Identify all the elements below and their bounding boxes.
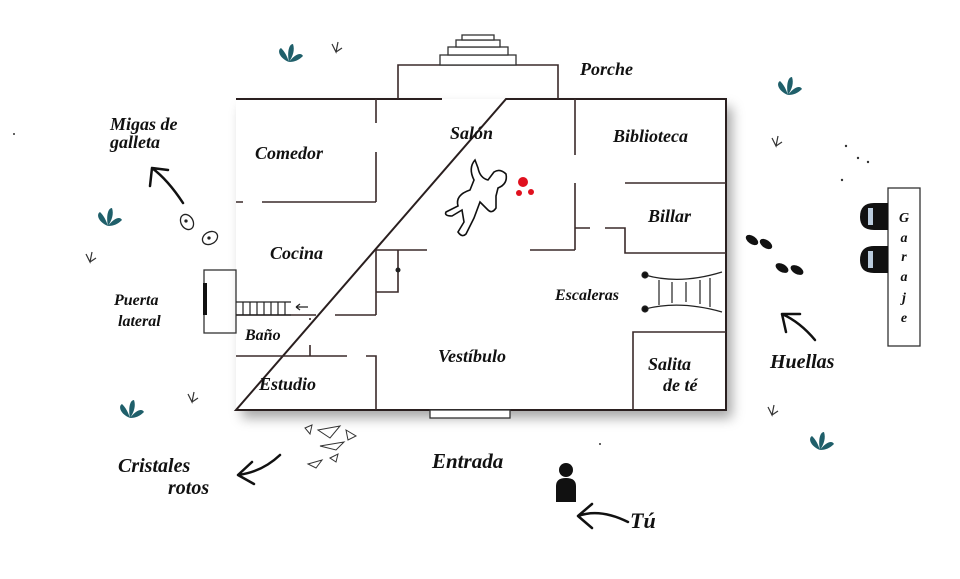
- room-comedor[interactable]: Comedor: [255, 143, 324, 163]
- garage-label: r: [901, 250, 907, 265]
- cookie-crumbs-icon: [179, 213, 219, 246]
- room-biblioteca[interactable]: Biblioteca: [612, 126, 688, 146]
- puerta-label-2: lateral: [118, 313, 161, 330]
- stairs: [641, 271, 723, 313]
- entrada-label: Entrada: [431, 449, 503, 473]
- room-escaleras[interactable]: Escaleras: [554, 287, 619, 304]
- room-estudio[interactable]: Estudio: [258, 374, 316, 394]
- garage-label: G: [899, 211, 909, 226]
- room-bano[interactable]: Baño: [244, 327, 281, 344]
- room-salon[interactable]: Salón: [450, 123, 493, 143]
- side-door[interactable]: [203, 269, 237, 334]
- porche-label: Porche: [579, 59, 633, 79]
- garage: [860, 187, 921, 347]
- blood-drops: [516, 177, 534, 196]
- puerta-label: Puerta: [113, 292, 158, 309]
- dots: [13, 133, 870, 445]
- broken-glass-icon: [304, 424, 358, 469]
- room-billar[interactable]: Billar: [647, 206, 692, 226]
- garage-label: a: [901, 270, 908, 285]
- garage-label: e: [901, 311, 907, 326]
- body-outline-icon: [444, 158, 508, 237]
- front-steps: [439, 34, 517, 66]
- small-stairs: [236, 301, 308, 316]
- garage-label: a: [901, 231, 908, 246]
- house: [203, 34, 727, 419]
- porch-outline: [397, 64, 559, 99]
- cristales-label: Cristales: [118, 455, 190, 477]
- room-salita-2: de té: [663, 375, 698, 395]
- migas-label-2: galleta: [109, 132, 160, 152]
- person-icon: [556, 463, 576, 502]
- cristales-label-2: rotos: [168, 477, 209, 499]
- room-salita[interactable]: Salita: [648, 354, 691, 374]
- room-vestibulo[interactable]: Vestíbulo: [438, 346, 506, 366]
- footprints-icon: [745, 234, 804, 275]
- migas-label: Migas de: [109, 114, 178, 134]
- garage-label: j: [900, 291, 906, 306]
- entrance-step: [429, 409, 511, 419]
- huellas-label: Huellas: [769, 351, 835, 373]
- arrow-icons: [148, 166, 817, 530]
- room-cocina[interactable]: Cocina: [270, 243, 323, 263]
- tu-label: Tú: [630, 508, 656, 533]
